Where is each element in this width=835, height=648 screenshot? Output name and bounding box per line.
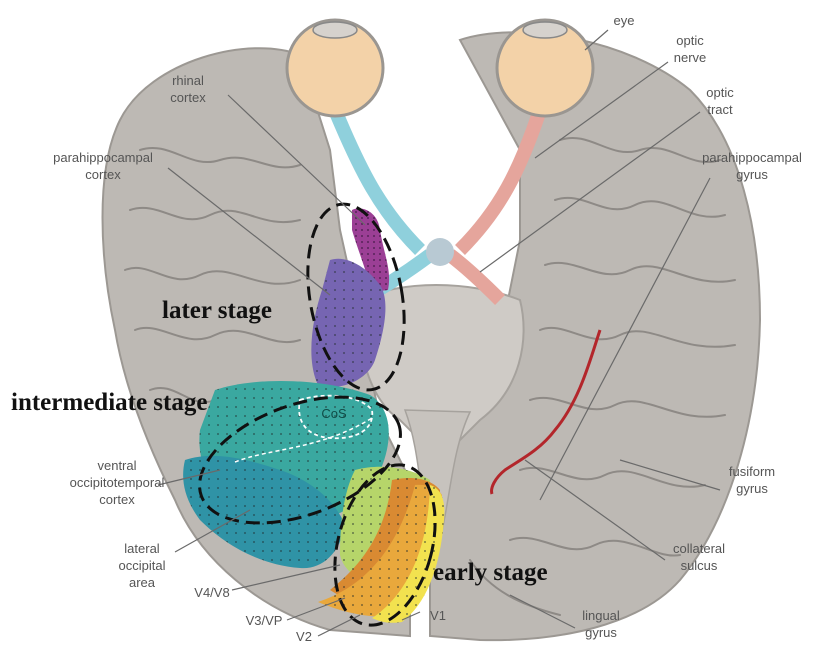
label-v2: V2 [296,629,312,644]
label-early-stage: early stage [433,559,548,586]
label-later-stage: later stage [162,297,272,324]
label-v1: V1 [430,608,446,623]
label-v3vp: V3/VP [246,613,283,628]
eye-left-lens [313,22,357,38]
label-cos: CoS [321,406,347,421]
label-eye: eye [614,13,635,28]
label-v4v8: V4/V8 [194,585,229,600]
eyes [287,20,593,116]
optic-chiasm [426,238,454,266]
label-intermediate-stage: intermediate stage [11,389,207,416]
eye-right-lens [523,22,567,38]
